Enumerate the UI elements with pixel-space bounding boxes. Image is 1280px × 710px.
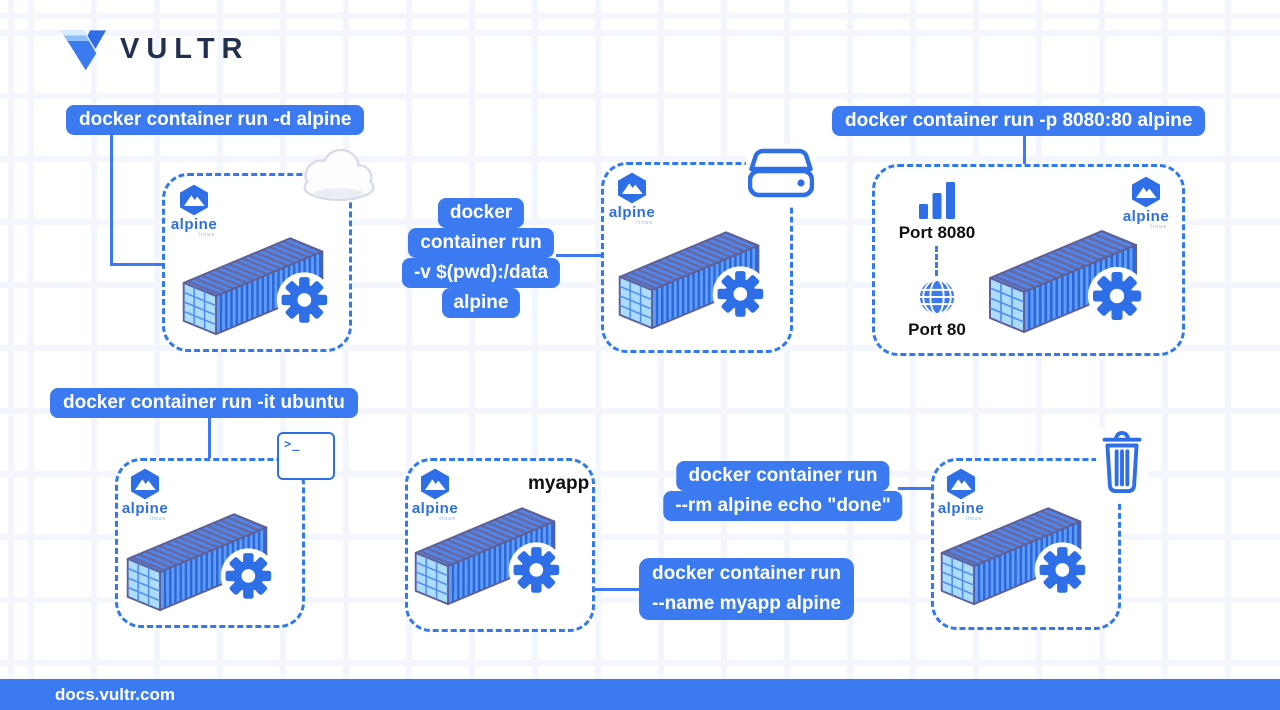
alpine-logo: alpine linux [1122, 176, 1170, 230]
alpine-subword: linux [1150, 224, 1167, 230]
command-label-volume: docker container run -v $(pwd):/data alp… [401, 198, 561, 318]
signal-bars-icon [919, 181, 955, 219]
port-mapping-dashed-line [935, 246, 938, 276]
command-label-ports: docker container run -p 8080:80 alpine [832, 106, 1206, 136]
connector-ports [1023, 136, 1026, 166]
alpine-logo: alpine linux [608, 172, 656, 226]
connector-interactive [208, 418, 211, 460]
port-host-label: Port 8080 [898, 223, 976, 242]
command-label-remove: docker container run --rm alpine echo "d… [663, 461, 903, 521]
alpine-logo: alpine linux [121, 468, 169, 522]
command-label-named: docker container run --name myapp alpine [639, 558, 854, 620]
connector-detached-vertical [110, 135, 113, 266]
connector-remove [898, 487, 933, 490]
alpine-word: alpine [170, 216, 218, 233]
port-container-label: Port 80 [908, 320, 966, 339]
container-icon [614, 216, 766, 332]
alpine-logo: alpine linux [411, 468, 459, 522]
container-icon [984, 214, 1144, 336]
alpine-subword: linux [636, 220, 653, 226]
alpine-subword: linux [198, 232, 215, 238]
alpine-logo: alpine linux [170, 184, 218, 238]
alpine-subword: linux [965, 516, 982, 522]
alpine-subword: linux [439, 516, 456, 522]
vultr-wordmark: VULTR [120, 32, 250, 65]
alpine-hexagon-icon [178, 184, 210, 216]
alpine-hexagon-icon [1130, 176, 1162, 208]
connector-named [593, 588, 639, 591]
alpine-word: alpine [121, 500, 169, 517]
alpine-hexagon-icon [616, 172, 648, 204]
hard-drive-icon [746, 144, 816, 207]
container-icon [410, 492, 562, 608]
container-name-label: myapp [528, 473, 590, 494]
alpine-word: alpine [411, 500, 459, 517]
alpine-hexagon-icon [129, 468, 161, 500]
vultr-brand: VULTR [58, 26, 250, 72]
terminal-icon: >_ [277, 432, 335, 480]
container-icon [936, 492, 1088, 608]
footer-bar: docs.vultr.com [0, 679, 1280, 710]
container-icon [178, 222, 330, 338]
command-label-interactive: docker container run -it ubuntu [50, 388, 358, 418]
vultr-logo-icon [58, 26, 108, 72]
footer-url: docs.vultr.com [55, 685, 175, 704]
alpine-word: alpine [937, 500, 985, 517]
cloud-icon [295, 145, 381, 203]
terminal-prompt: >_ [284, 437, 301, 451]
connector-volume [556, 254, 603, 257]
command-label-detached: docker container run -d alpine [66, 105, 365, 135]
container-icon [122, 498, 274, 614]
alpine-word: alpine [1122, 208, 1170, 225]
alpine-word: alpine [608, 204, 656, 221]
trash-icon [1096, 428, 1148, 501]
connector-detached-horizontal [110, 263, 164, 266]
alpine-subword: linux [149, 516, 166, 522]
globe-icon [918, 278, 956, 316]
alpine-logo: alpine linux [937, 468, 985, 522]
